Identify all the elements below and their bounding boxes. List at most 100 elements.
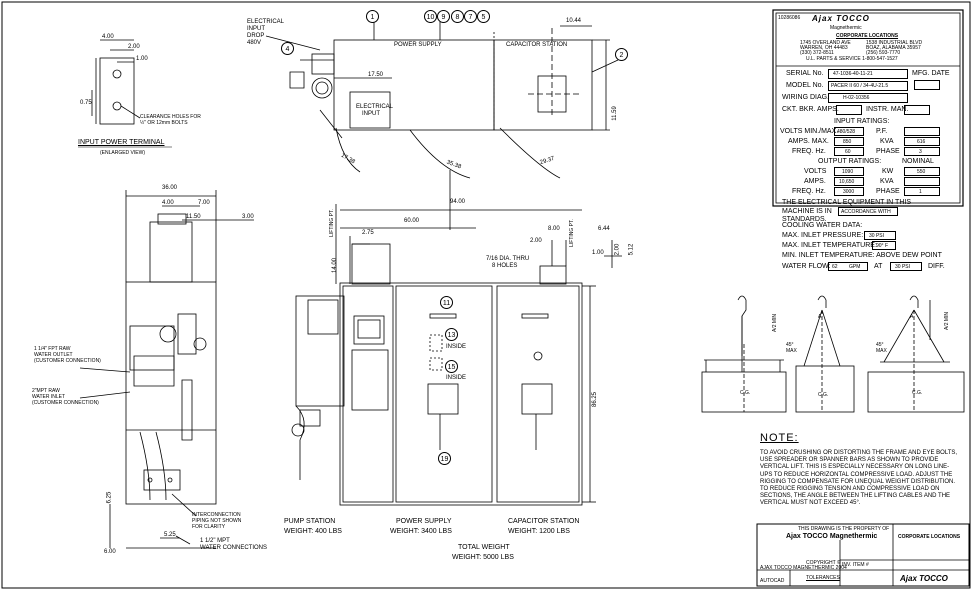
- phase-box: 3: [904, 147, 940, 156]
- power-weight: WEIGHT: 3400 LBS: [390, 528, 452, 535]
- tb-tolerances: TOLERANCES: [806, 575, 840, 581]
- rig-a-1: A: [818, 314, 822, 320]
- lifting-pt-right: LIFTING PT.: [568, 219, 575, 247]
- tb-logo: Ajax TOCCO: [900, 574, 948, 583]
- phase-label: PHASE: [876, 148, 900, 155]
- dim-11-59: 11.59: [611, 106, 618, 121]
- cooling-heading: COOLING WATER DATA:: [782, 222, 863, 229]
- dim-8-00: 8.00: [548, 226, 560, 232]
- dim-4-00: 4.00: [102, 34, 114, 40]
- elec-drop-1: ELECTRICAL: [247, 19, 285, 25]
- phase2-box: 1: [904, 187, 940, 196]
- wiring-label: WIRING DIAG.: [782, 94, 830, 101]
- raw-outlet-2: WATER OUTLET: [34, 352, 73, 358]
- rig-cg-3: C.G.: [912, 390, 923, 396]
- diff-label: DIFF.: [928, 263, 945, 270]
- volts-minmax-label: VOLTS MIN./MAX.: [780, 128, 839, 135]
- dim-6-44: 6.44: [598, 226, 610, 232]
- rig-cg-2: C.G.: [818, 392, 829, 398]
- amps-max-box: 850: [834, 137, 864, 146]
- kw-box: 550: [904, 167, 940, 176]
- rig-max-1: MAX: [786, 348, 797, 354]
- rig-a-2: A: [910, 314, 914, 320]
- ckt-bkr-box: [836, 105, 862, 115]
- rig-max-2: MAX: [876, 348, 887, 354]
- nameplate-brand: Ajax TOCCO: [812, 14, 870, 23]
- pf-box: [904, 127, 940, 136]
- at-label: AT: [874, 263, 883, 270]
- elec-drop-4: 480V: [247, 40, 262, 46]
- raw-inlet-3: (CUSTOMER CONNECTION): [32, 400, 99, 406]
- balloon-19: 19: [438, 452, 451, 465]
- tb-autocad: AUTOCAD: [760, 578, 785, 584]
- equip-box: ACCORDANCE WITH: [838, 207, 898, 216]
- balloon-2: 2: [615, 48, 628, 61]
- freq2-box: 3000: [834, 187, 864, 196]
- pump-weight: WEIGHT: 400 LBS: [284, 528, 342, 535]
- dim-1-00: 1.00: [136, 56, 148, 62]
- raw-outlet-1: 1 1/4" FPT RAW: [34, 346, 71, 352]
- tb-company: Ajax TOCCO Magnethermic: [786, 533, 878, 540]
- addr-right-3: (256) 593-7770: [866, 50, 901, 56]
- capacitor-top-label: CAPACITOR STATION: [506, 42, 568, 48]
- mpt-water-2: WATER CONNECTIONS: [200, 545, 267, 551]
- balloon-10: 10: [424, 10, 437, 23]
- max-press-label: MAX. INLET PRESSURE:: [782, 232, 864, 239]
- addr-left-3: (330) 372-8511: [800, 50, 834, 56]
- volts-minmax-box: 480/528: [834, 127, 864, 136]
- dim-17-50: 17.50: [368, 72, 384, 78]
- holes-note-2: 8 HOLES: [492, 263, 518, 269]
- water-flow-label: WATER FLOW:: [782, 263, 831, 270]
- tb-copyright: COPYRIGHT ©: [806, 560, 841, 566]
- nameplate-corner-code: 10286086: [778, 15, 801, 21]
- total-weight-value: WEIGHT: 5000 LBS: [452, 554, 514, 561]
- pf-label: P.F.: [876, 128, 888, 135]
- raw-inlet-2: WATER INLET: [32, 394, 66, 400]
- max-temp-box: 90° F: [872, 241, 896, 250]
- capacitor-top: [493, 39, 593, 131]
- model-box: PACER II 60 / 34-4U-21.5: [828, 81, 908, 91]
- ckt-bkr-label: CKT. BKR. AMPS.: [782, 106, 839, 113]
- balloon-9: 9: [437, 10, 450, 23]
- model-label: MODEL No.: [786, 82, 824, 89]
- elec-input-box-1: ELECTRICAL: [356, 104, 394, 110]
- note-body: TO AVOID CRUSHING OR DISTORTING THE FRAM…: [760, 450, 958, 507]
- water-flow-box: 62 GPM: [828, 262, 868, 271]
- phase2-label: PHASE: [876, 188, 900, 195]
- balloon-8: 8: [451, 10, 464, 23]
- kva2-box: [904, 177, 940, 186]
- balloon-5: 5: [477, 10, 490, 23]
- rig-45-1: 45°: [786, 342, 794, 348]
- serial-box: 47-1036-40-11-21: [828, 69, 908, 79]
- holes-note-1: 7/16 DIA. THRU: [486, 256, 530, 262]
- power-supply-top: [333, 39, 495, 131]
- dim-front-2-00a: 2.00: [530, 238, 542, 244]
- nominal-label: NOMINAL: [902, 158, 934, 165]
- clearance-note: CLEARANCE HOLES FOR ½" OR 12mm BOLTS: [140, 114, 201, 126]
- volts-box: 1090: [834, 167, 864, 176]
- nameplate-corporate: CORPORATE LOCATIONS: [836, 33, 899, 39]
- dim-6-00: 6.00: [104, 549, 116, 555]
- tb-copyright-line: AJAX TOCCO MAGNETHERMIC 2004: [760, 565, 847, 571]
- dim-11-50: 11.50: [186, 214, 201, 220]
- mfg-date-label: MFG. DATE: [912, 70, 950, 77]
- inside-13: INSIDE: [446, 344, 467, 350]
- amps-label: AMPS.: [804, 178, 826, 185]
- rig-a2-min-2: A/2 MIN: [944, 311, 951, 331]
- standards-label: STANDARDS.: [782, 216, 827, 223]
- raw-outlet-3: (CUSTOMER CONNECTION): [34, 358, 101, 364]
- balloon-1: 1: [366, 10, 379, 23]
- dim-2-00: 2.00: [128, 44, 140, 50]
- rig-cg-1: C.G.: [740, 390, 751, 396]
- raw-inlet-1: 2"MPT RAW: [32, 388, 60, 394]
- dim-5-25: 5.25: [164, 532, 176, 538]
- capacitor-weight: WEIGHT: 1200 LBS: [508, 528, 570, 535]
- kva-label: KVA: [880, 138, 894, 145]
- input-terminal-subtitle: (ENLARGED VIEW): [100, 150, 146, 156]
- kva-box: 616: [904, 137, 940, 146]
- kw-label: KW: [882, 168, 894, 175]
- nameplate-brand-sub: Magnethermic: [830, 25, 862, 31]
- note-title: NOTE:: [760, 432, 799, 444]
